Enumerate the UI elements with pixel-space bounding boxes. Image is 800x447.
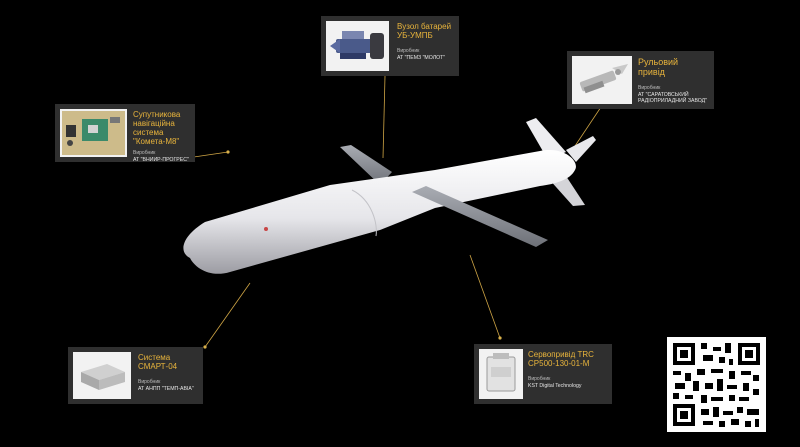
maker-name: АТ "ПЕМЗ "МОЛОТ" (397, 55, 446, 61)
component-card-satnav: Супутникова навігаційна система "Комета-… (55, 104, 195, 163)
leader-battery (382, 75, 386, 159)
maker-label: Виробник (138, 379, 161, 385)
component-title: Вузол батарей УБ-УМПБ (397, 22, 452, 40)
maker-label: Виробник (528, 376, 551, 382)
maker-name: АТ "ВНИИР-ПРОГРЕС" (133, 157, 189, 163)
wing-upper (340, 145, 392, 185)
maker-label: Виробник (133, 150, 156, 156)
maker-name: АТ "САРАТОВСЬКИЙ РАДІОПРИЛАДНИЙ ЗАВОД" (638, 92, 708, 104)
tail-fin-top (526, 118, 566, 160)
servo-image (479, 349, 523, 399)
component-card-servo: Сервопривід TRC CP500-130-01-M Виробник … (474, 344, 612, 404)
leader-smart (204, 282, 251, 348)
nose-marker (264, 227, 268, 231)
maker-name: АТ АНПП "ТЕМП-АВІА" (138, 386, 194, 392)
maker-label: Виробник (638, 85, 661, 91)
component-title: Система СМАРТ-04 (138, 353, 178, 371)
wing-lower (412, 186, 548, 247)
component-card-smart: Система СМАРТ-04 Виробник АТ АНПП "ТЕМП-… (68, 347, 203, 404)
component-title: Рульовий привід (638, 57, 679, 77)
fuselage (183, 150, 576, 274)
tail-fin-bottom (548, 176, 585, 206)
satnav-board-image (60, 109, 127, 157)
leader-servo (469, 254, 501, 339)
fuselage-seam (351, 189, 377, 237)
smart-module-image (73, 352, 131, 399)
qr-code (667, 337, 766, 432)
actuator-image (572, 56, 632, 104)
component-title: Супутникова навігаційна система "Комета-… (133, 110, 181, 146)
maker-name: KST Digital Technology (528, 383, 582, 389)
component-card-actuator: Рульовий привід Виробник АТ "САРАТОВСЬКИ… (567, 51, 714, 109)
component-title: Сервопривід TRC CP500-130-01-M (528, 350, 594, 368)
maker-label: Виробник (397, 48, 420, 54)
component-card-battery: Вузол батарей УБ-УМПБ Виробник АТ "ПЕМЗ … (321, 16, 459, 76)
tail-fin-right (566, 136, 596, 162)
battery-unit-image (326, 21, 389, 71)
